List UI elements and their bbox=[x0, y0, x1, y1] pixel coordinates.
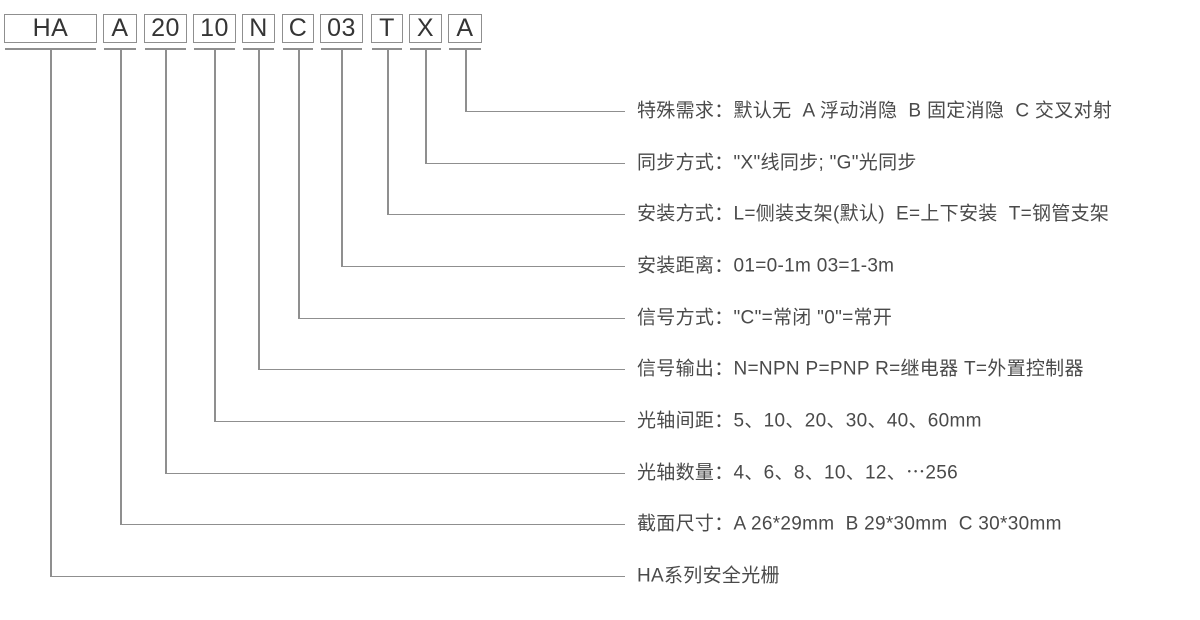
connector-horizontal-section-size bbox=[120, 523, 625, 525]
connector-horizontal-beam-pitch bbox=[214, 420, 625, 422]
code-box-beam-count: 20 bbox=[144, 14, 187, 43]
box-underline bbox=[372, 48, 402, 50]
connector-vertical-signal-output bbox=[258, 49, 260, 370]
connector-vertical-beam-pitch bbox=[214, 49, 216, 422]
code-box-section-size: A bbox=[103, 14, 137, 43]
code-box-distance: 03 bbox=[320, 14, 363, 43]
box-underline bbox=[410, 48, 441, 50]
box-underline bbox=[104, 48, 136, 50]
legend-row-special-requirements: 特殊需求：默认无 A 浮动消隐 B 固定消隐 C 交叉对射 bbox=[637, 100, 1113, 122]
legend-row-beam-pitch: 光轴间距：5、10、20、30、40、60mm bbox=[637, 410, 982, 432]
legend-row-beam-count: 光轴数量：4、6、8、10、12、⋯256 bbox=[637, 462, 958, 484]
legend-row-sync-mode: 同步方式："X"线同步; "G"光同步 bbox=[637, 152, 917, 174]
code-box-signal-mode: C bbox=[282, 14, 314, 43]
connector-horizontal-signal-mode bbox=[298, 317, 625, 319]
box-underline bbox=[321, 48, 362, 50]
connector-vertical-mounting bbox=[387, 49, 389, 215]
connector-vertical-sync-mode bbox=[425, 49, 427, 164]
box-underline bbox=[194, 48, 235, 50]
legend-row-mounting-distance: 安装距离：01=0-1m 03=1-3m bbox=[637, 255, 895, 277]
connector-vertical-distance bbox=[341, 49, 343, 267]
code-box-mounting: T bbox=[371, 14, 403, 43]
connector-horizontal-special bbox=[465, 110, 625, 112]
legend-row-section-size: 截面尺寸：A 26*29mm B 29*30mm C 30*30mm bbox=[637, 513, 1062, 535]
connector-horizontal-mounting bbox=[387, 213, 625, 215]
box-underline bbox=[5, 48, 96, 50]
connector-horizontal-signal-output bbox=[258, 368, 625, 370]
connector-vertical-beam-count bbox=[165, 49, 167, 474]
connector-horizontal-series bbox=[50, 575, 625, 577]
connector-vertical-special bbox=[465, 49, 467, 112]
code-box-beam-pitch: 10 bbox=[193, 14, 236, 43]
legend-row-mounting-method: 安装方式：L=侧装支架(默认) E=上下安装 T=钢管支架 bbox=[637, 203, 1110, 225]
box-underline bbox=[449, 48, 481, 50]
connector-horizontal-beam-count bbox=[165, 472, 625, 474]
legend-row-signal-output: 信号输出：N=NPN P=PNP R=继电器 T=外置控制器 bbox=[637, 358, 1084, 380]
connector-horizontal-sync-mode bbox=[425, 162, 625, 164]
code-box-signal-output: N bbox=[242, 14, 275, 43]
connector-vertical-series bbox=[50, 49, 52, 577]
box-underline bbox=[145, 48, 186, 50]
box-underline bbox=[283, 48, 313, 50]
legend-row-series-name: HA系列安全光栅 bbox=[637, 565, 780, 587]
box-underline bbox=[243, 48, 274, 50]
code-box-special: A bbox=[448, 14, 482, 43]
code-box-series: HA bbox=[4, 14, 97, 43]
code-box-sync-mode: X bbox=[409, 14, 442, 43]
connector-horizontal-distance bbox=[341, 265, 625, 267]
legend-row-signal-mode: 信号方式："C"=常闭 "0"=常开 bbox=[637, 307, 893, 329]
connector-vertical-section-size bbox=[120, 49, 122, 525]
connector-vertical-signal-mode bbox=[298, 49, 300, 319]
